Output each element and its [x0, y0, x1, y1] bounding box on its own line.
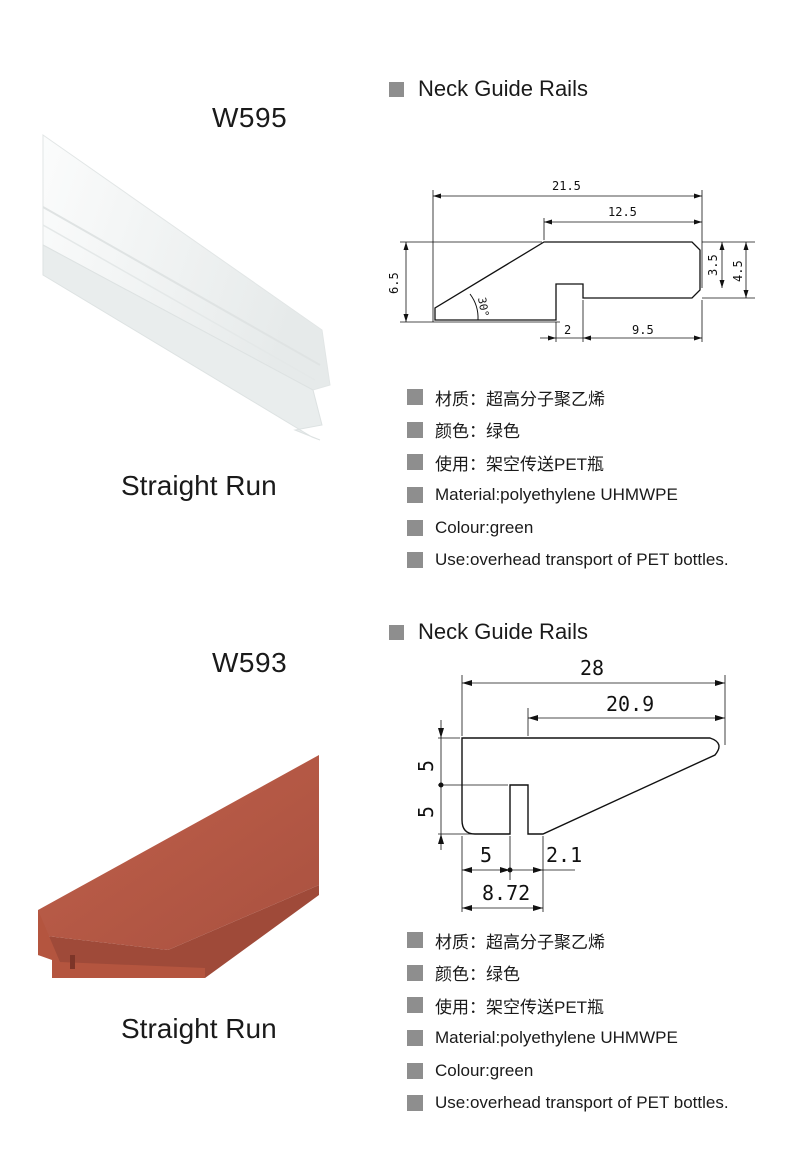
dim-angle: 30°	[475, 296, 491, 318]
dim-upper: 5	[414, 760, 438, 772]
spec-item: Colour:green	[407, 1054, 729, 1087]
technical-drawing: 28 20.9 5 5 5 2.1 8.72	[414, 656, 726, 912]
section-title-text: Neck Guide Rails	[418, 76, 588, 101]
bullet-square-icon	[407, 997, 423, 1014]
product-caption: Straight Run	[121, 1013, 277, 1044]
spec-item: Use:overhead transport of PET bottles.	[407, 1087, 729, 1120]
dim-right-inner: 3.5	[706, 254, 720, 276]
bullet-square-icon	[407, 932, 423, 949]
spec-item: 材质：超高分子聚乙烯	[407, 924, 729, 957]
dim-right-outer: 4.5	[731, 260, 745, 282]
spec-item: Material:polyethylene UHMWPE	[407, 1022, 729, 1055]
model-number: W595	[212, 102, 288, 133]
dim-height: 6.5	[387, 272, 401, 294]
bullet-square-icon	[407, 1062, 423, 1079]
model-number: W593	[212, 647, 288, 678]
section-title-text: Neck Guide Rails	[418, 619, 588, 644]
product-photo	[42, 134, 331, 441]
bullet-square-icon	[389, 624, 404, 640]
dim-bottom: 8.72	[482, 881, 530, 905]
bullet-square-icon	[407, 454, 423, 471]
spec-list: 材质：超高分子聚乙烯 颜色：绿色 使用：架空传送PET瓶 Material:po…	[407, 381, 729, 577]
dim-slot-right: 2.1	[546, 843, 582, 867]
spec-item: 材质：超高分子聚乙烯	[407, 381, 729, 414]
bullet-square-icon	[407, 1095, 423, 1112]
section-title: Neck Guide Rails	[389, 76, 588, 102]
bullet-square-icon	[407, 421, 423, 438]
spec-item: 颜色：绿色	[407, 957, 729, 990]
dim-overall: 21.5	[552, 179, 581, 193]
bullet-square-icon	[389, 81, 404, 97]
bullet-square-icon	[407, 487, 423, 504]
spec-item: 使用：架空传送PET瓶	[407, 989, 729, 1022]
product-photo	[38, 755, 319, 978]
dim-top: 20.9	[606, 692, 654, 716]
spec-item: Colour:green	[407, 511, 729, 544]
bullet-square-icon	[407, 964, 423, 981]
dim-top: 12.5	[608, 205, 637, 219]
dim-lower: 5	[414, 806, 438, 818]
spec-item: 使用：架空传送PET瓶	[407, 446, 729, 479]
bullet-square-icon	[407, 389, 423, 406]
bullet-square-icon	[407, 552, 423, 569]
spec-item: Use:overhead transport of PET bottles.	[407, 544, 729, 577]
bullet-square-icon	[407, 1030, 423, 1047]
dim-slot: 2	[564, 323, 571, 337]
technical-drawing: 21.5 12.5 6.5 3.5 4.5 2 9.5 30°	[387, 179, 755, 342]
bullet-square-icon	[407, 519, 423, 536]
dim-slot-left: 5	[480, 843, 492, 867]
dim-overall: 28	[580, 656, 604, 680]
dim-bottom: 9.5	[632, 323, 654, 337]
spec-item: 颜色：绿色	[407, 414, 729, 447]
product-caption: Straight Run	[121, 470, 277, 501]
section-title: Neck Guide Rails	[389, 619, 588, 645]
spec-item: Material:polyethylene UHMWPE	[407, 479, 729, 512]
spec-list: 材质：超高分子聚乙烯 颜色：绿色 使用：架空传送PET瓶 Material:po…	[407, 924, 729, 1120]
